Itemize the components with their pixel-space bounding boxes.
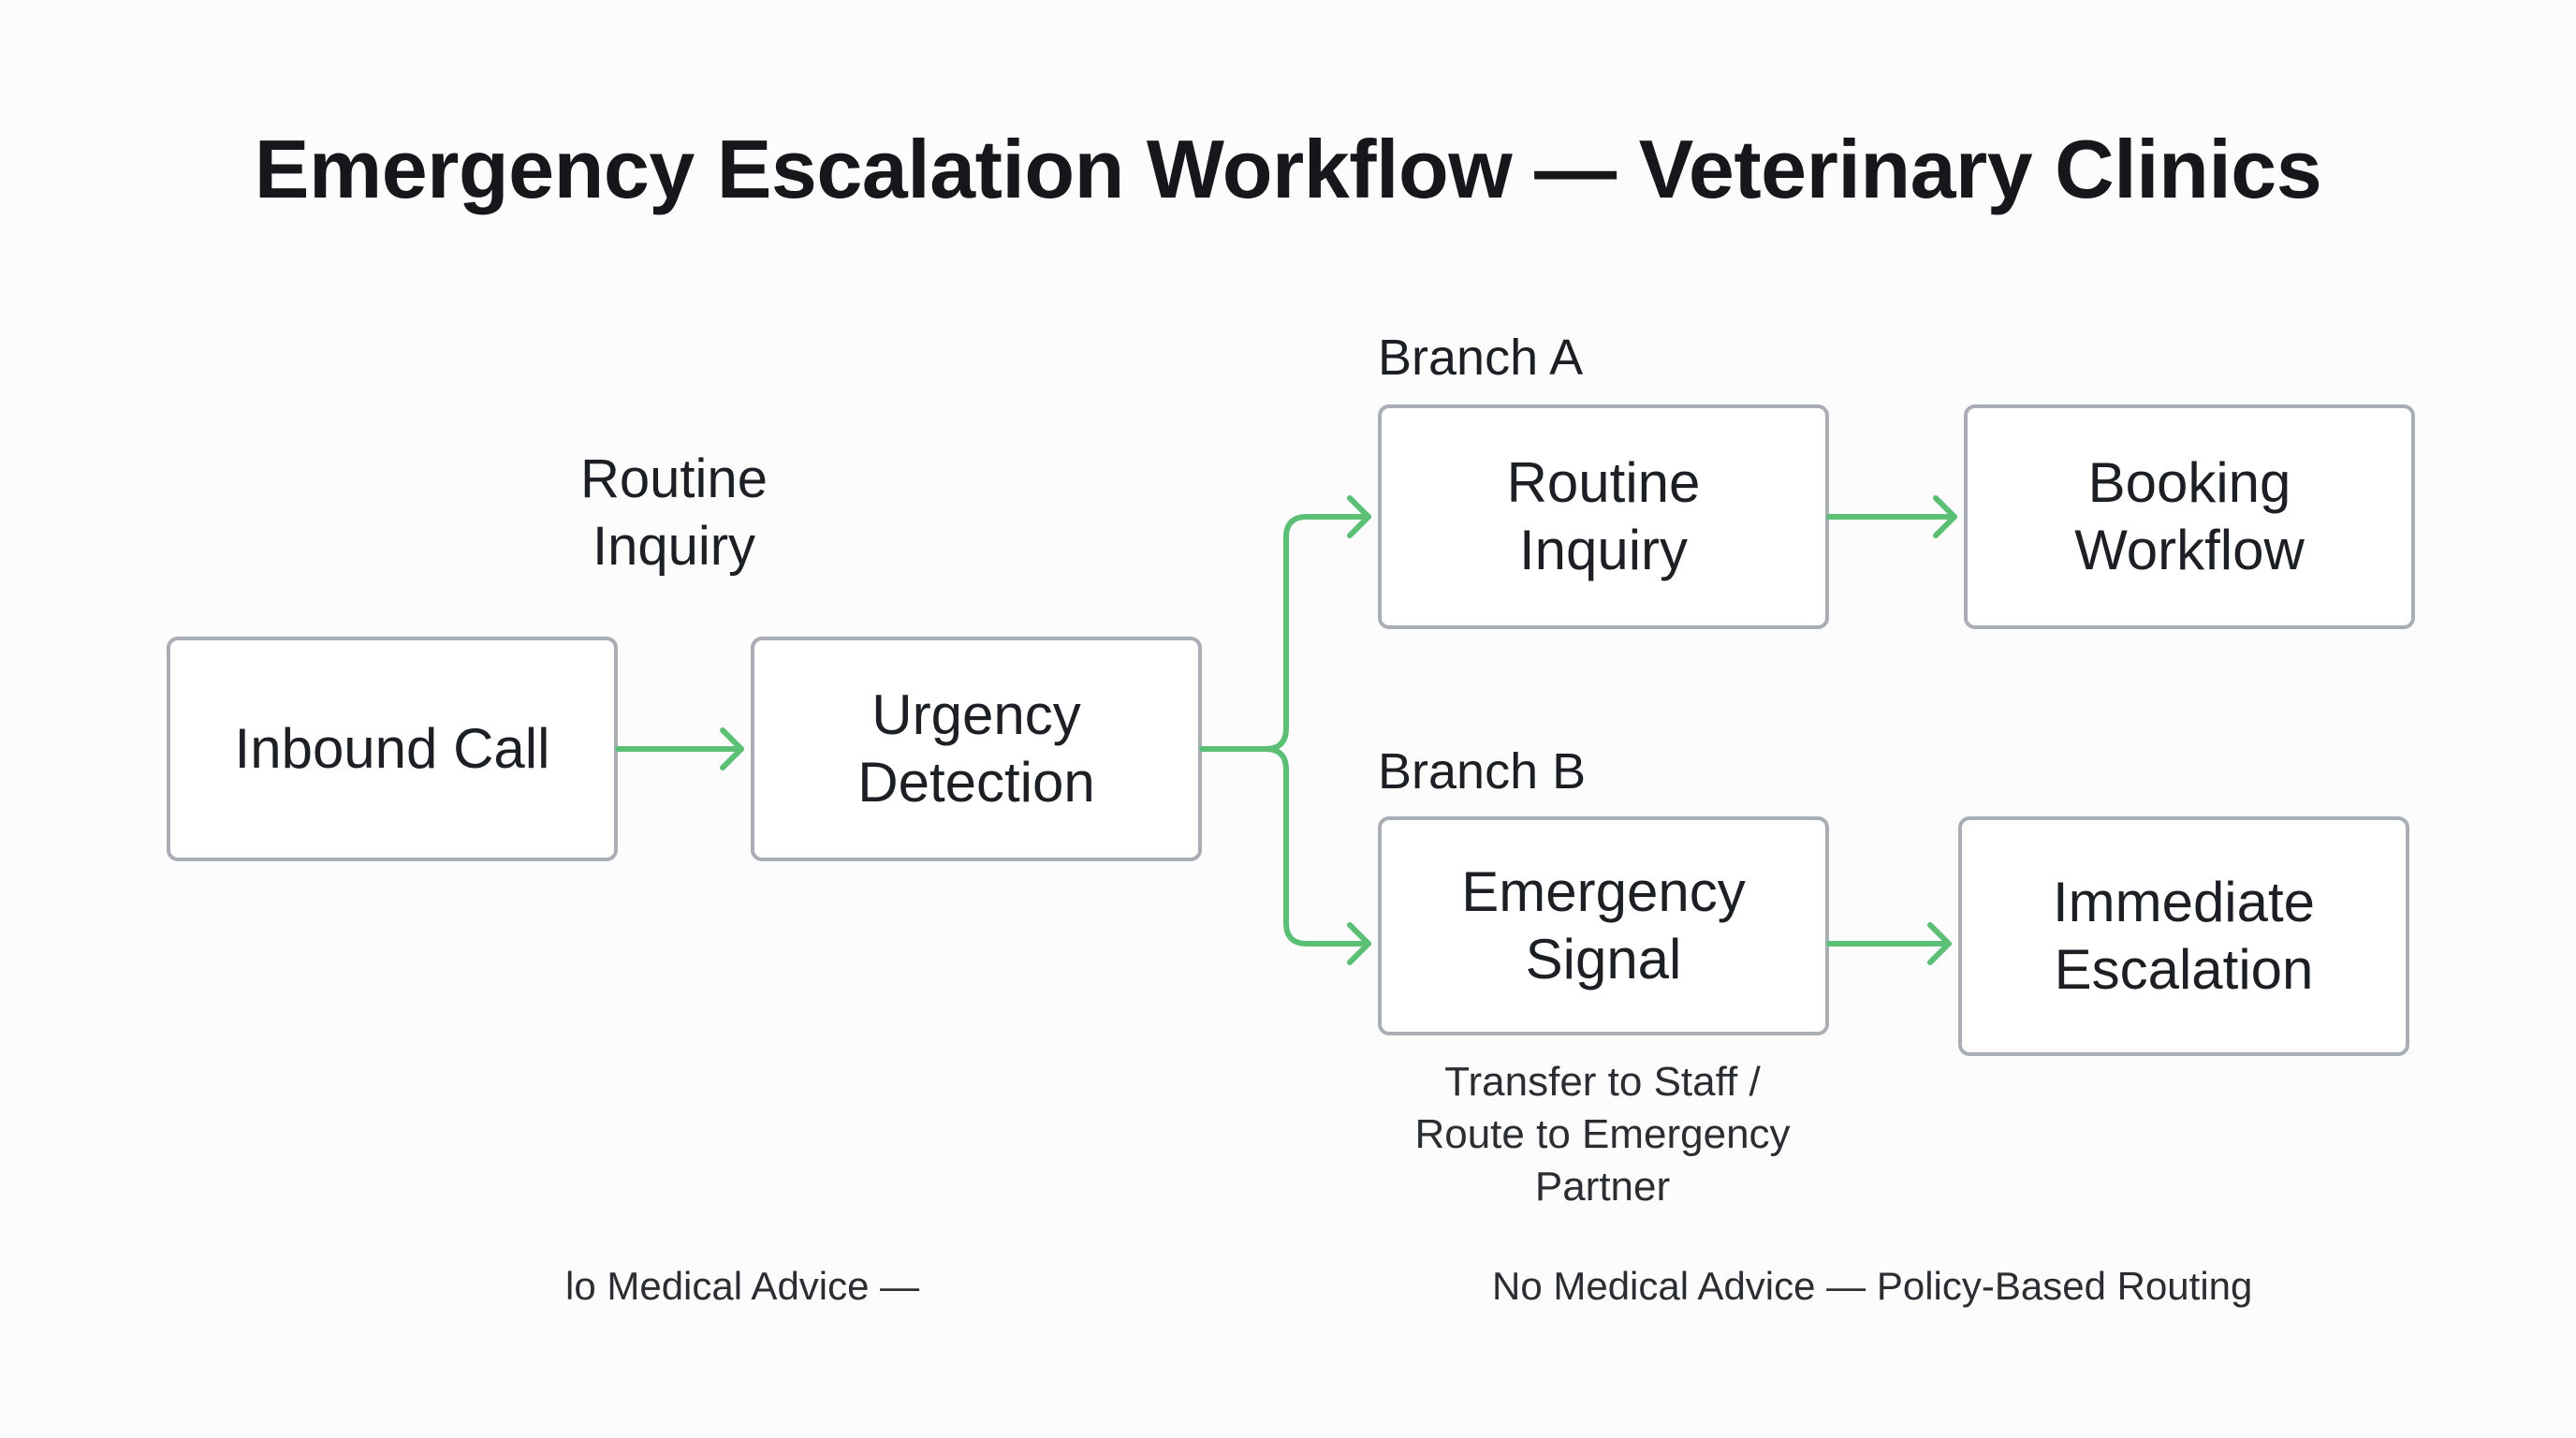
routine-inquiry-node: Routine Inquiry <box>1378 404 1829 629</box>
branch-a-label: Branch A <box>1378 330 1584 386</box>
inbound-call-node: Inbound Call <box>167 637 618 861</box>
arrowhead-inbound-to-urgency <box>720 727 744 770</box>
diagram-title: Emergency Escalation Workflow — Veterina… <box>254 123 2322 215</box>
footer-policy-note: No Medical Advice — Policy-Based Routing <box>1492 1264 2253 1308</box>
booking-workflow-node: Booking Workflow <box>1964 404 2415 629</box>
emergency-signal-node: Emergency Signal <box>1378 816 1829 1035</box>
routine-inquiry-caption: Routine Inquiry <box>580 448 768 577</box>
immediate-escalation-node: Immediate Escalation <box>1958 816 2409 1056</box>
arrowhead-to-routine-inquiry <box>1347 495 1371 538</box>
urgency-detection-text: Urgency Detection <box>857 683 1095 814</box>
footer-left-clipped: lo Medical Advice — <box>565 1260 955 1313</box>
arrowhead-routine-to-booking <box>1933 495 1957 538</box>
branch-b-label: Branch B <box>1378 743 1587 800</box>
emergency-signal-text: Emergency Signal <box>1461 860 1746 990</box>
footer-left-text: lo Medical Advice — <box>565 1264 920 1308</box>
connector-urgency-to-emergency <box>1263 746 1371 946</box>
inbound-call-text: Inbound Call <box>234 717 550 780</box>
arrowhead-emergency-to-escalation <box>1927 922 1952 965</box>
arrowhead-to-emergency-signal <box>1347 922 1371 965</box>
booking-workflow-text: Booking Workflow <box>2074 451 2305 581</box>
transfer-note: Transfer to Staff / Route to Emergency P… <box>1414 1059 1791 1210</box>
routine-inquiry-text: Routine Inquiry <box>1506 451 1701 581</box>
connector-urgency-split <box>1199 514 1371 752</box>
immediate-escalation-text: Immediate Escalation <box>2052 871 2316 1001</box>
